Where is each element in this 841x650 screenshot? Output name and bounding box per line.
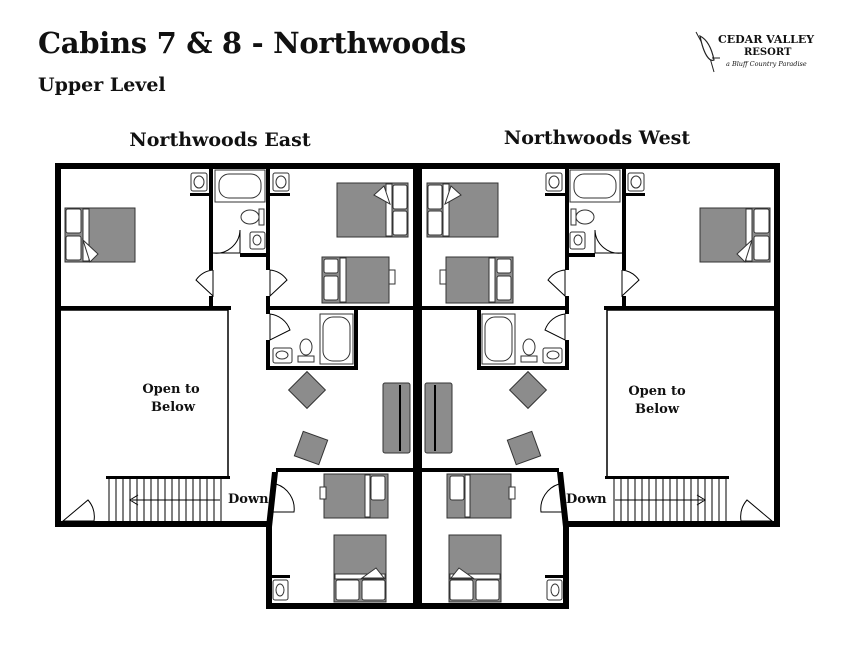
unit-name-east: Northwoods East [129, 129, 310, 151]
resort-logo: CEDAR VALLEY RESORT a Bluff Country Para… [695, 31, 814, 73]
page-title: Cabins 7 & 8 - Northwoods [38, 26, 466, 60]
unit-name-west: Northwoods West [504, 127, 691, 149]
northwoods-west-plan [416, 162, 781, 610]
page-subtitle: Upper Level [38, 74, 166, 96]
bird-icon [695, 31, 720, 73]
logo-line1: CEDAR VALLEY [718, 33, 814, 46]
open-to-below-west-line1: Open to [628, 384, 686, 399]
logo-tagline: a Bluff Country Paradise [726, 60, 807, 68]
logo-line2: RESORT [744, 47, 792, 58]
northwoods-east-plan [54, 162, 419, 610]
stairs-down-east: Down [228, 492, 269, 507]
open-to-below-east-line1: Open to [142, 382, 200, 397]
open-to-below-west-line2: Below [635, 402, 680, 417]
stairs-down-west: Down [566, 492, 607, 507]
open-to-below-east-line2: Below [151, 400, 196, 415]
